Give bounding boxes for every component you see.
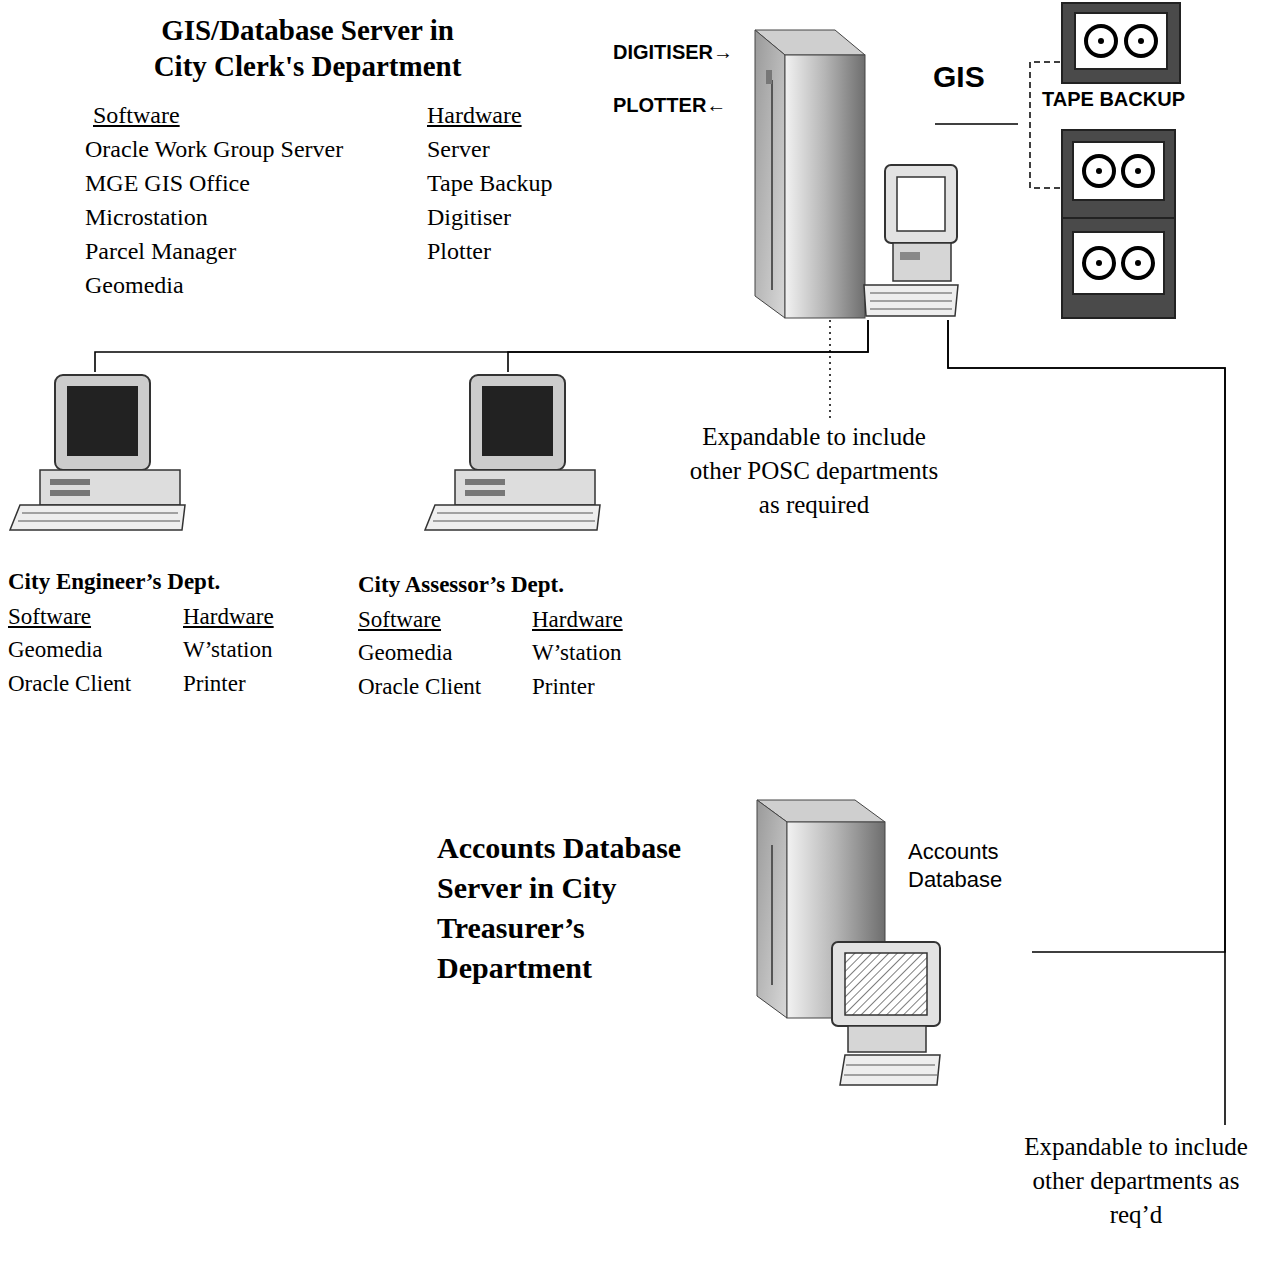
list-item: Geomedia <box>358 639 453 667</box>
list-item: Microstation <box>85 202 208 232</box>
list-item: Digitiser <box>427 202 511 232</box>
list-item: Geomedia <box>8 636 103 664</box>
list-item: Oracle Client <box>8 670 131 698</box>
list-item: Printer <box>532 673 595 701</box>
expansion-note-group: Expandable to include other POSC departm… <box>683 418 949 558</box>
department-title: City Engineer’s Dept. <box>8 568 220 596</box>
gis-link <box>935 123 1018 125</box>
list-item: Oracle Client <box>358 673 481 701</box>
column-heading: Software <box>8 603 91 631</box>
expansion-note-group: Expandable to include other departments … <box>1005 1125 1271 1237</box>
network-link <box>95 320 868 372</box>
tape-bracket <box>1030 62 1062 188</box>
list-item: MGE GIS Office <box>85 168 250 198</box>
server-title: GIS/Database Server in City Clerk's Depa… <box>135 12 480 84</box>
department-title: City Assessor’s Dept. <box>358 571 564 599</box>
list-item: Tape Backup <box>427 168 553 198</box>
dotted-network-link <box>829 320 831 418</box>
department-group: City Engineer’s Dept. SoftwareGeomediaOra… <box>5 372 305 702</box>
tape-drive <box>1062 3 1180 83</box>
network-link <box>948 320 1225 1125</box>
assessor-workstation <box>425 375 600 530</box>
column-heading: Software <box>93 100 180 130</box>
gis-workstation <box>864 165 958 316</box>
list-item: Geomedia <box>85 270 184 300</box>
list-item: Server <box>427 134 490 164</box>
tape-drive <box>1062 130 1175 218</box>
equipment-label: PLOTTER← <box>613 93 726 117</box>
network-link <box>508 320 868 372</box>
column-heading: Hardware <box>427 100 522 130</box>
column-heading: Hardware <box>532 606 623 634</box>
column-heading: Software <box>358 606 441 634</box>
database-label: Accounts Database <box>908 838 1028 894</box>
accounts-server-group: Accounts Database Server in City Treasur… <box>435 790 1032 1100</box>
expansion-note: Expandable to include other POSC departm… <box>683 420 945 522</box>
equipment-label: DIGITISER→ <box>613 40 733 64</box>
department-group: City Assessor’s Dept. SoftwareGeomediaOra… <box>355 372 655 705</box>
list-item: W’station <box>532 639 621 667</box>
column-heading: Hardware <box>183 603 274 631</box>
list-item: Printer <box>183 670 246 698</box>
expansion-note: Expandable to include other departments … <box>1005 1130 1267 1232</box>
engineer-workstation <box>10 375 185 530</box>
list-item: Oracle Work Group Server <box>85 134 343 164</box>
list-item: Plotter <box>427 236 491 266</box>
system-label: GIS <box>933 60 985 94</box>
server-title: Accounts Database Server in City Treasur… <box>437 828 737 988</box>
gis-server-tower <box>755 30 865 318</box>
list-item: W’station <box>183 636 272 664</box>
tape-drive <box>1062 218 1175 318</box>
equipment-label: TAPE BACKUP <box>1042 87 1185 111</box>
list-item: Parcel Manager <box>85 236 236 266</box>
